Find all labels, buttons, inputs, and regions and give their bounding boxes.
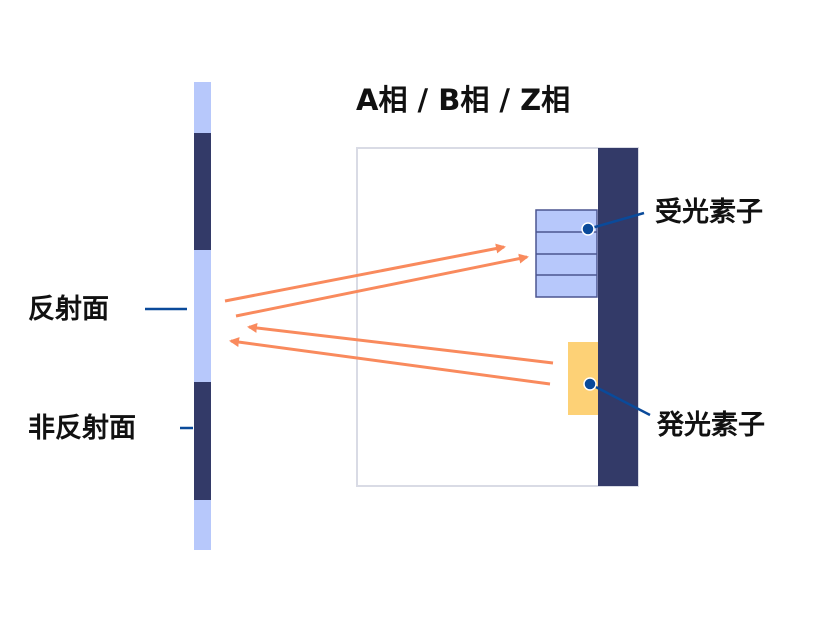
reflective-segment <box>194 500 211 550</box>
non-reflective-label: 非反射面 <box>28 413 136 444</box>
scale-strip <box>194 82 211 550</box>
phase-title: A相 / B相 / Z相 <box>356 83 571 117</box>
emitted-arrow <box>229 337 551 386</box>
reflected-arrow <box>224 243 506 303</box>
reflective-label: 反射面 <box>28 294 109 325</box>
non-reflective-segment <box>194 133 211 250</box>
sensor-frame <box>356 147 639 487</box>
leader-lines <box>145 211 651 430</box>
non-reflective-segment <box>194 382 211 500</box>
reflective-segment <box>194 250 211 382</box>
emitted-arrow <box>247 322 554 365</box>
light-paths <box>224 243 554 386</box>
reflective-segment <box>194 82 211 133</box>
sensor-board <box>598 148 638 486</box>
reflected-arrow <box>235 253 529 318</box>
receiver-label: 受光素子 <box>655 197 763 228</box>
emitter-label: 発光素子 <box>657 410 765 441</box>
